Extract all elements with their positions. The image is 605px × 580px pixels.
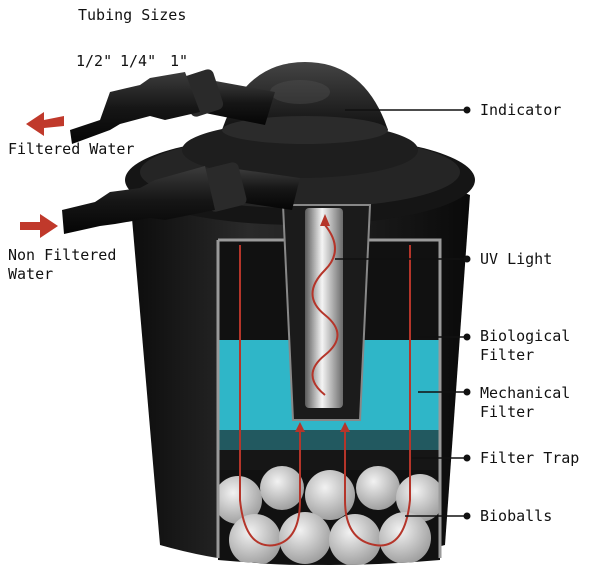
tubing-size-one: 1" [170, 52, 189, 70]
callout-indicator: Indicator [480, 101, 562, 119]
non-filtered-water-label: Non Filtered Water [8, 246, 117, 283]
uv-tube [305, 208, 343, 408]
callout-bioballs: Bioballs [480, 507, 553, 525]
callout-dots [463, 106, 471, 520]
callout-filter-trap: Filter Trap [480, 449, 580, 467]
tubing-sizes-title: Tubing Sizes [78, 6, 187, 24]
tubing-size-quarter: 1/4" [120, 52, 157, 70]
inlet-pipe [62, 162, 300, 234]
callout-biological-filter: Biological Filter [480, 327, 571, 364]
tubing-size-half: 1/2" [76, 52, 113, 70]
bioballs-pile [218, 466, 440, 565]
filtered-water-label: Filtered Water [8, 140, 135, 158]
flow-arrowheads [295, 214, 350, 432]
flow-path [239, 224, 411, 547]
non-filtered-arrow [20, 214, 58, 238]
callout-lines [335, 109, 465, 517]
callout-uv-light: UV Light [480, 250, 553, 268]
outlet-pipe [70, 69, 275, 144]
filtered-water-arrow [26, 112, 64, 136]
callout-mechanical-filter: Mechanical Filter [480, 384, 571, 421]
